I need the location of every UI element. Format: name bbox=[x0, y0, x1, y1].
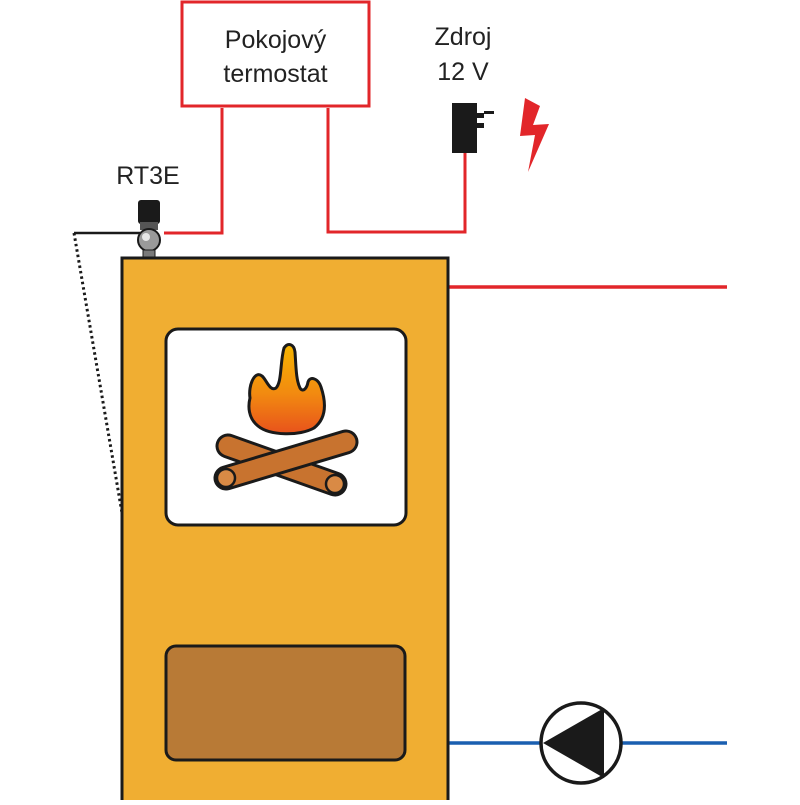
flame-icon bbox=[247, 343, 326, 436]
room-thermostat-label-line1: Pokojový bbox=[225, 26, 327, 54]
wire-regulator-to-thermostat bbox=[164, 108, 224, 235]
power-supply-label-line2: 12 V bbox=[437, 58, 489, 86]
room-thermostat: Pokojový termostat bbox=[180, 0, 371, 108]
room-thermostat-box bbox=[180, 0, 371, 108]
power-supply: Zdroj 12 V bbox=[435, 23, 549, 172]
campfire-icon bbox=[213, 343, 359, 497]
room-thermostat-label-line2: termostat bbox=[223, 60, 327, 88]
power-adapter-icon bbox=[452, 103, 494, 153]
regulator-label: RT3E bbox=[116, 162, 179, 190]
circulation-pump-icon bbox=[539, 701, 623, 785]
log-icon bbox=[213, 429, 359, 491]
regulator-valve-icon bbox=[137, 200, 161, 260]
thermostat-wiring bbox=[164, 108, 467, 235]
power-supply-label-line1: Zdroj bbox=[435, 23, 492, 51]
ash-door bbox=[164, 644, 407, 762]
regulator-rt3e: RT3E bbox=[74, 162, 180, 260]
wire-thermostat-to-supply bbox=[326, 108, 467, 234]
boiler bbox=[120, 256, 450, 805]
lightning-bolt-icon bbox=[520, 98, 549, 172]
